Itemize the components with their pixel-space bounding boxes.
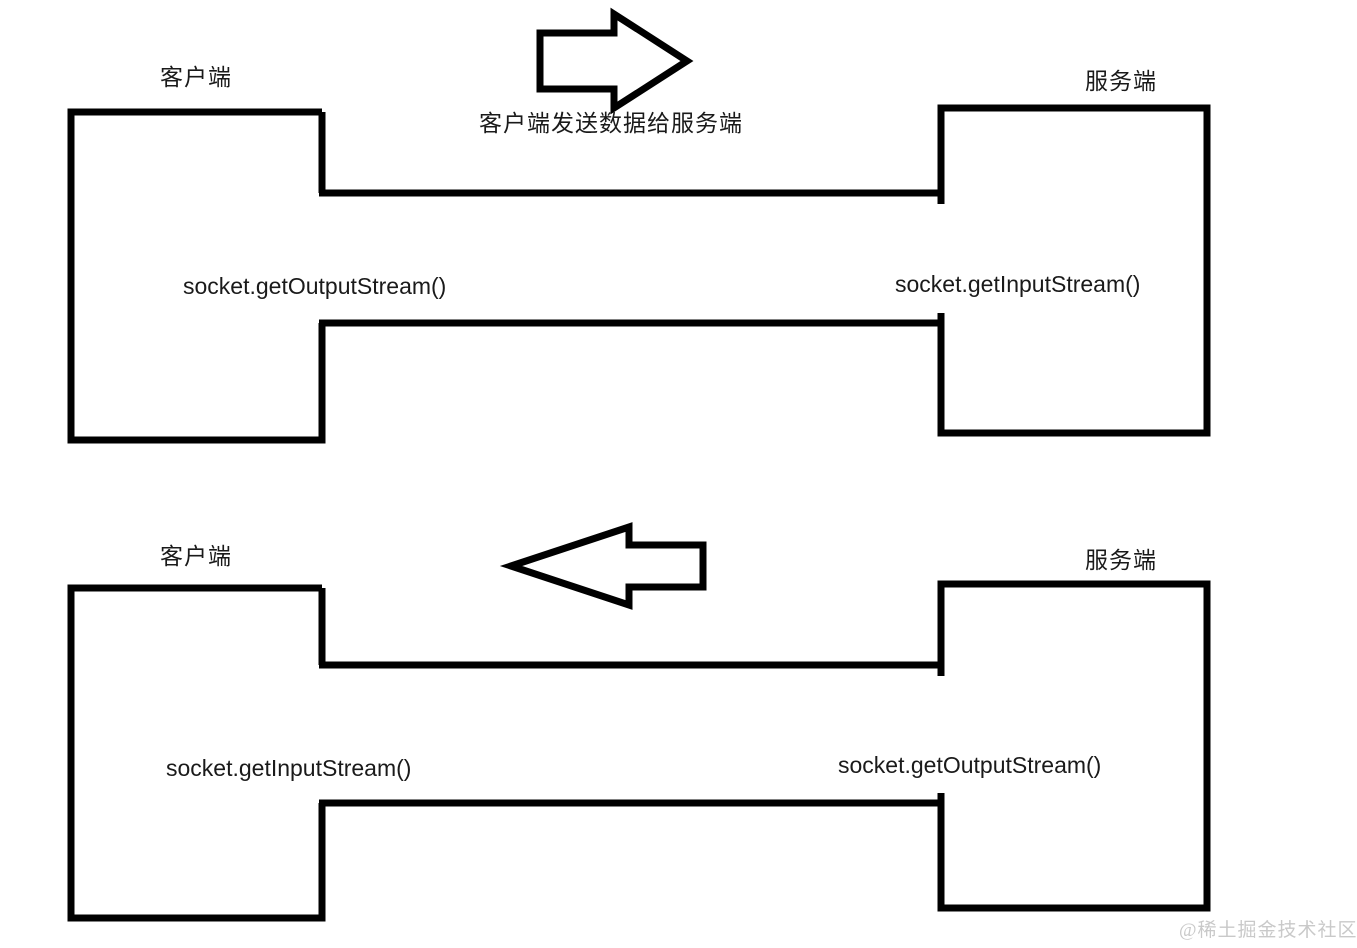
top-client-stream-label: socket.getOutputStream() <box>183 273 447 299</box>
site-watermark: @稀土掘金技术社区 <box>1179 920 1357 941</box>
top-server-box <box>937 104 1211 437</box>
top-client-box <box>67 108 326 444</box>
bottom-client-title: 客户端 <box>160 543 232 569</box>
top-arrow-caption: 客户端发送数据给服务端 <box>479 110 743 136</box>
bottom-left-arrow-icon <box>499 522 707 610</box>
bottom-client-box <box>67 584 326 922</box>
top-client-title: 客户端 <box>160 64 232 90</box>
bottom-server-title: 服务端 <box>1085 547 1157 573</box>
bottom-client-stream-label: socket.getInputStream() <box>166 755 412 781</box>
top-right-arrow-icon <box>536 7 694 115</box>
top-server-title: 服务端 <box>1085 68 1157 94</box>
bottom-server-stream-label: socket.getOutputStream() <box>838 752 1102 778</box>
bottom-server-box <box>937 580 1211 912</box>
top-server-stream-label: socket.getInputStream() <box>895 271 1141 297</box>
